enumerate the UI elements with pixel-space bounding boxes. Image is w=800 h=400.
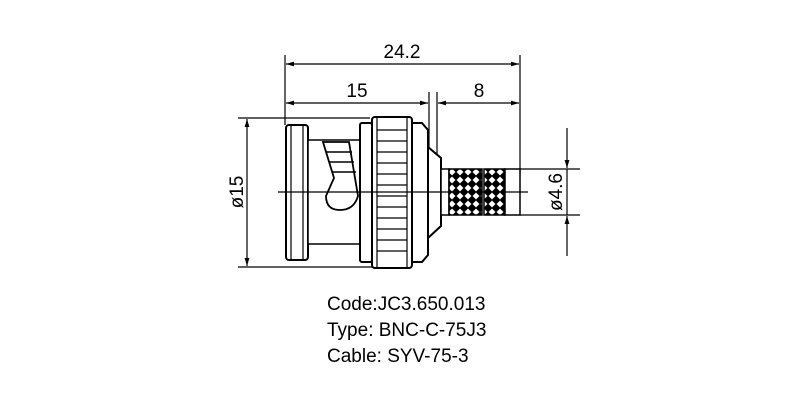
type-label: Type: BNC-C-75J3 — [327, 320, 487, 341]
code-label: Code:JC3.650.013 — [327, 294, 486, 315]
dim-8-text: 8 — [474, 81, 485, 102]
dim-24-2-text: 24.2 — [384, 42, 421, 63]
dim-dia15-text: ø15 — [227, 176, 248, 209]
cable-label: Cable: SYV-75-3 — [327, 346, 469, 367]
dim-15-text: 15 — [346, 81, 367, 102]
info-block: Code:JC3.650.013 Type: BNC-C-75J3 Cable:… — [327, 292, 486, 370]
dimension-lines — [244, 61, 570, 266]
dim-dia4-6-text: ø4.6 — [546, 173, 567, 211]
